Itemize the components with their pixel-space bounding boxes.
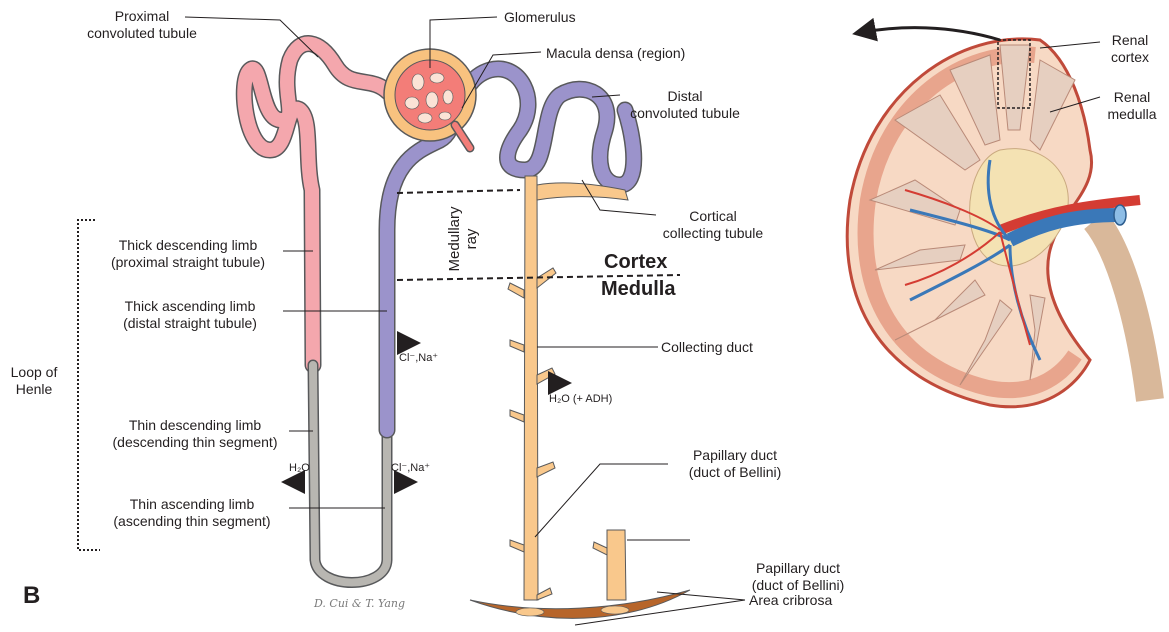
thick-ascending-label: Thick ascending limb(distal straight tub…	[100, 298, 280, 332]
area-cribrosa-label: Area cribrosa	[749, 592, 832, 609]
kidney-section	[847, 28, 1150, 407]
thin-descending-label: Thin descending limb(descending thin seg…	[100, 417, 290, 451]
area-cribrosa	[470, 590, 690, 618]
papillary-duct-label-2: Papillary duct(duct of Bellini)	[733, 560, 863, 594]
ion-label-cl-na-lower: Cl⁻,Na⁺	[391, 462, 430, 475]
ion-label-cl-na-upper: Cl⁻,Na⁺	[399, 352, 438, 365]
panel-letter: B	[23, 582, 40, 610]
signature: D. Cui & T. Yang	[314, 597, 405, 610]
papillary-duct-label-1: Papillary duct(duct of Bellini)	[670, 447, 800, 481]
ion-label-h2o: H₂O	[289, 462, 310, 475]
ion-label-h2o-adh: H₂O (+ ADH)	[549, 393, 612, 406]
cortex-label: Cortex	[604, 251, 667, 274]
glomerulus-label: Glomerulus	[504, 9, 576, 26]
collecting-duct-label: Collecting duct	[661, 339, 753, 356]
macula-densa-label: Macula densa (region)	[546, 45, 685, 62]
collecting-duct	[508, 176, 628, 600]
thin-ascending-label: Thin ascending limb(ascending thin segme…	[97, 496, 287, 530]
thin-loop	[313, 365, 387, 583]
medulla-label: Medulla	[601, 278, 675, 301]
thick-descending-label: Thick descending limb(proximal straight …	[93, 237, 283, 271]
